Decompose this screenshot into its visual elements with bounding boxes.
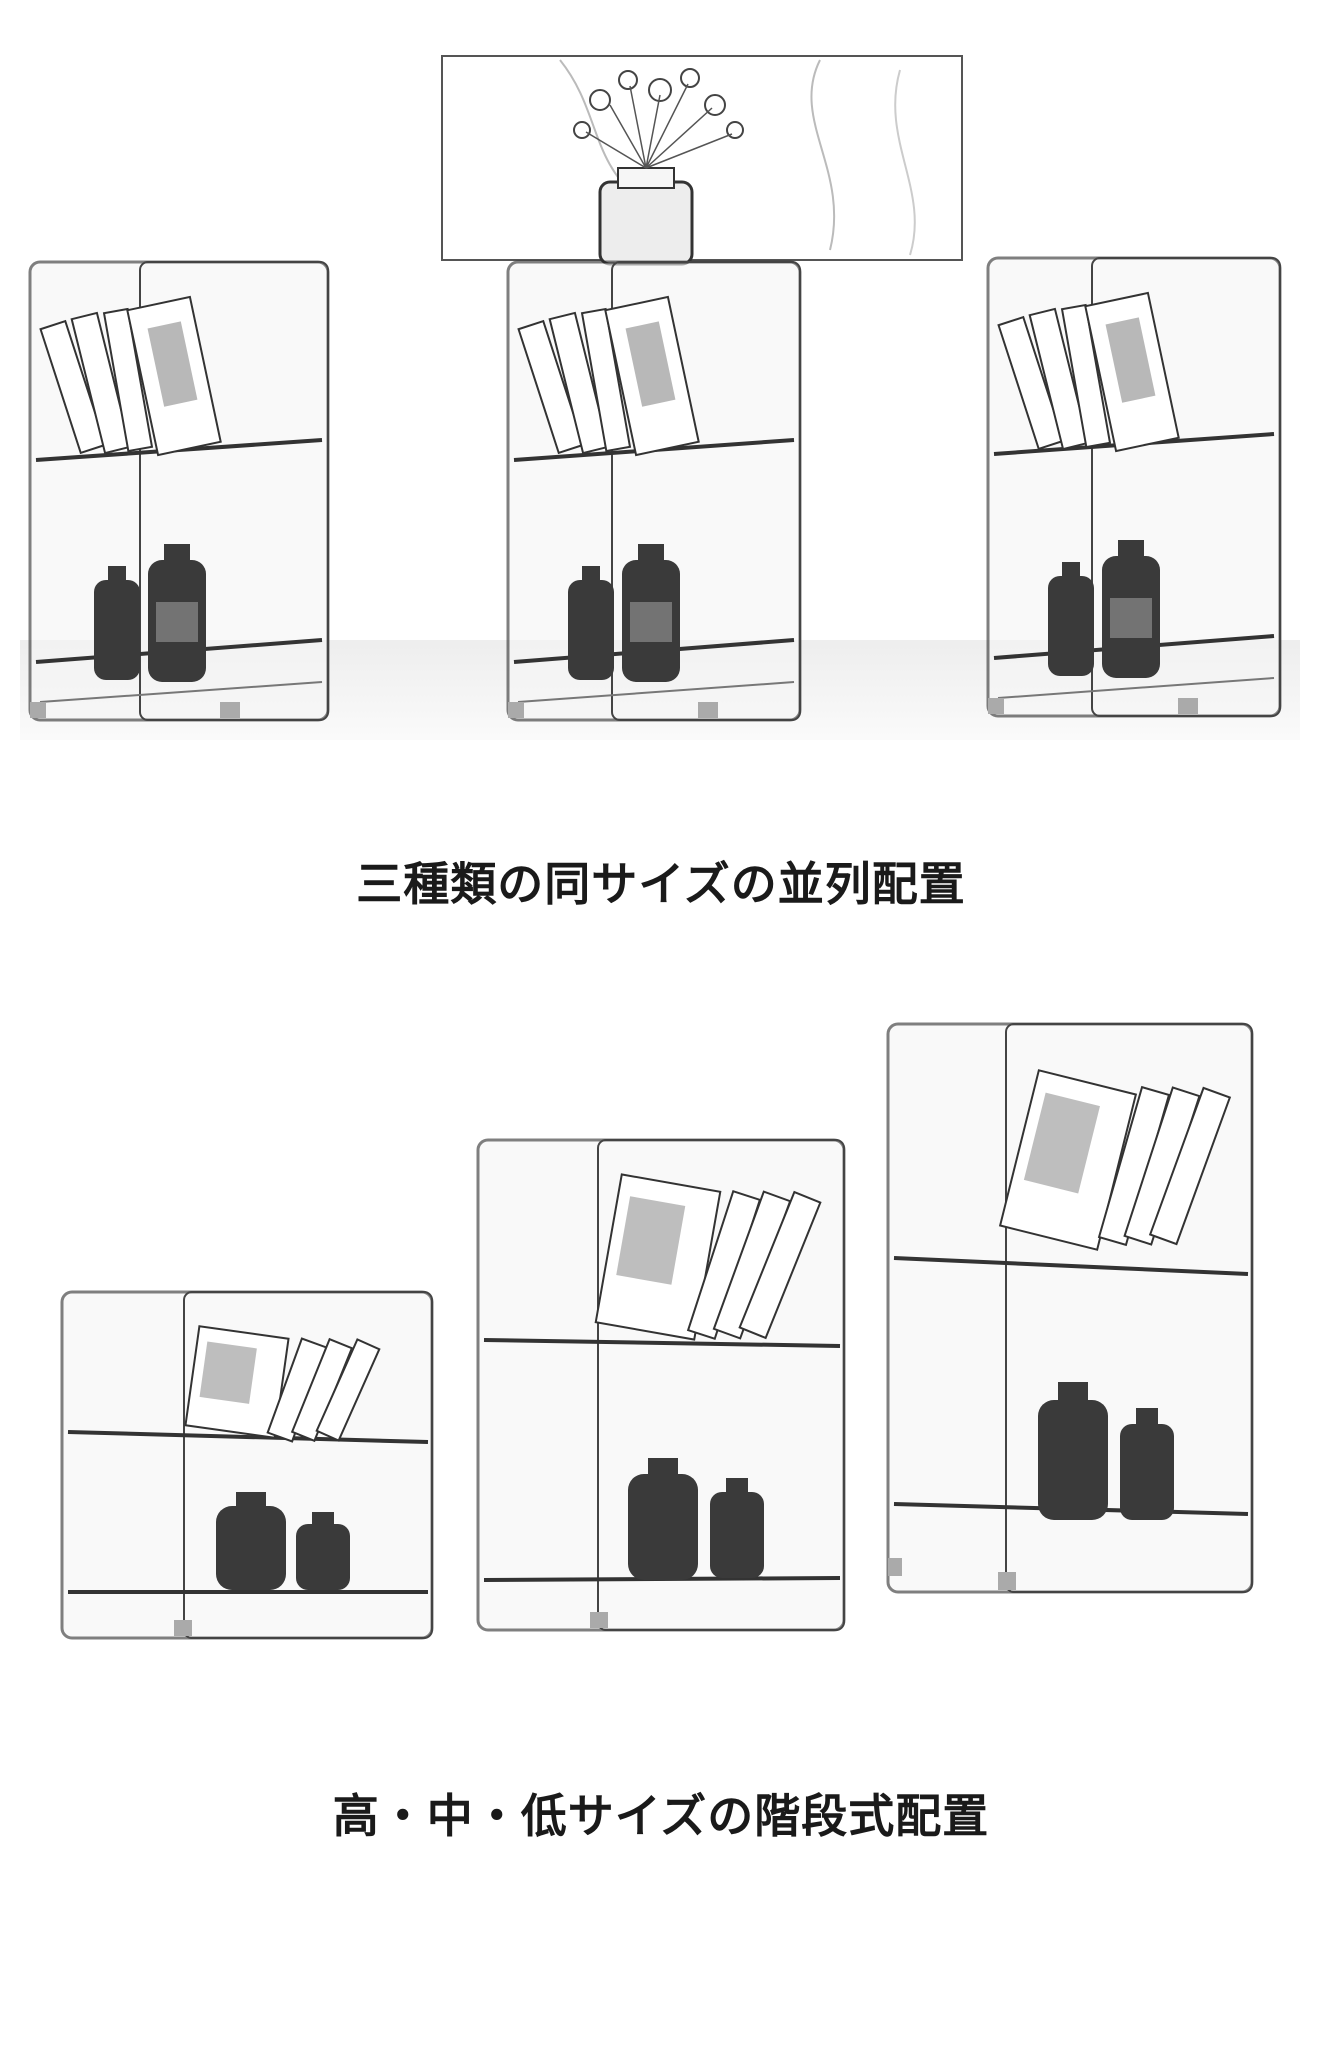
stepped-photo [0, 1010, 1322, 1710]
books [517, 295, 700, 457]
bottles [1038, 1382, 1174, 1520]
bottles [568, 544, 680, 682]
bottles [1048, 540, 1160, 678]
wall-art-frame [441, 55, 963, 261]
same-size-photo [0, 0, 1322, 780]
books [998, 1069, 1232, 1251]
shelf-high [886, 1022, 1254, 1594]
caption-stepped: 高・中・低サイズの階段式配置 [332, 1789, 990, 1843]
books [184, 1325, 381, 1443]
shelf-right [986, 256, 1282, 718]
bottles [216, 1492, 350, 1590]
bottles [94, 544, 206, 682]
same-size-row [0, 0, 1322, 780]
books [997, 291, 1180, 453]
shelf-left [28, 260, 330, 722]
stepped-row [0, 1010, 1322, 1710]
shelf-center [506, 260, 802, 722]
books [39, 295, 222, 457]
flower-vase [573, 68, 744, 266]
shelf-low [60, 1290, 434, 1640]
shelf-mid [476, 1138, 846, 1632]
bottles [628, 1458, 764, 1580]
books [594, 1173, 822, 1341]
caption-same-size: 三種類の同サイズの並列配置 [356, 857, 966, 911]
